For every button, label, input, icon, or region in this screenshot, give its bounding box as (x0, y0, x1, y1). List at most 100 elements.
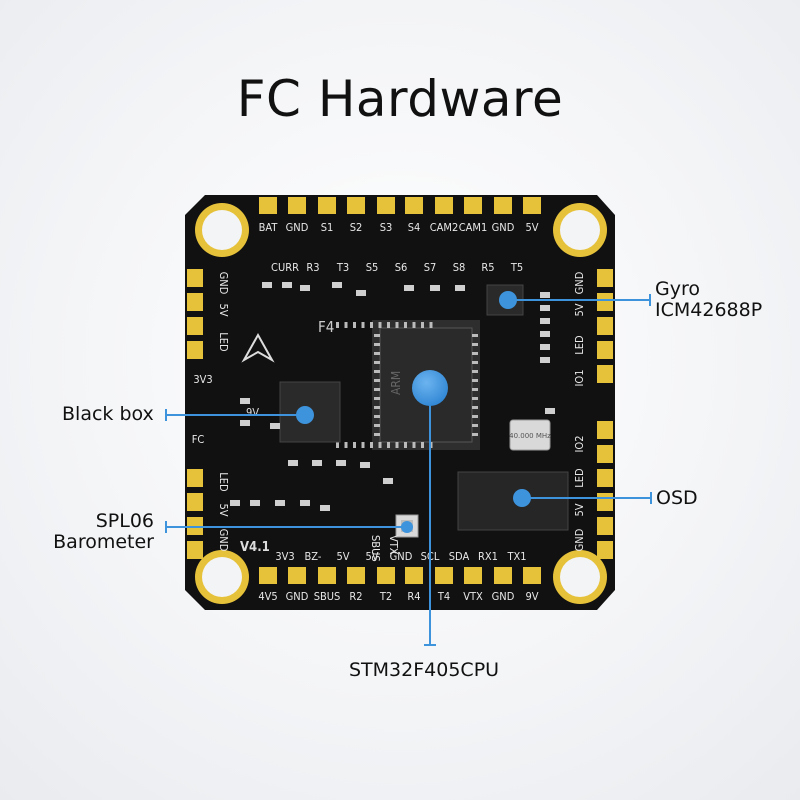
pad-top (318, 197, 336, 214)
pad-bottom (435, 567, 453, 584)
osd-callout-dot (513, 489, 531, 507)
pin-label-left: LED (217, 472, 230, 492)
pad-top (347, 197, 365, 214)
pin-label-left: 3V3 (193, 373, 212, 386)
board-model-label: F4 (318, 318, 334, 336)
pin-label-top: CAM2 (430, 221, 459, 234)
osd-callout: OSD (656, 487, 698, 509)
pad-top (259, 197, 277, 214)
pin-label-right: 5V (573, 503, 586, 516)
pin-label-bottom: R2 (349, 590, 362, 603)
left-9v-label: 9V (246, 406, 259, 419)
pin-label-bottom1: SDA (449, 550, 470, 563)
pin-label-bottom: 4V5 (258, 590, 277, 603)
pin-label-left: FC (192, 433, 205, 446)
svg-text:40.000 MHz: 40.000 MHz (509, 432, 551, 440)
mounting-hole-bottom-right (553, 550, 607, 604)
pad-left (187, 469, 203, 487)
cpu-pins (336, 322, 478, 448)
mounting-hole-top-left (195, 203, 249, 257)
barometer-callout-dot (401, 521, 413, 533)
pin-label-top: S2 (350, 221, 363, 234)
pad-bottom (259, 567, 277, 584)
pin-label-bottom: GND (286, 590, 309, 603)
pad-left (187, 317, 203, 335)
pad-right (597, 317, 613, 335)
pin-label-right: IO2 (573, 436, 586, 453)
pin-label-top: S4 (408, 221, 421, 234)
pin-label-top2: S6 (395, 261, 408, 274)
gyro-callout: Gyro ICM42688P (655, 279, 762, 321)
pad-right (597, 517, 613, 535)
pad-bottom (288, 567, 306, 584)
pad-top (405, 197, 423, 214)
cpu-callout: STM32F405CPU (349, 659, 500, 681)
pin-label-top: GND (286, 221, 309, 234)
pad-right (597, 341, 613, 359)
svg-text:ARM: ARM (389, 371, 403, 395)
callout-dots (296, 291, 531, 533)
pin-label-left: 5V (217, 303, 230, 316)
pin-label-bottom: SBUS (314, 590, 341, 603)
pad-right (597, 541, 613, 559)
pin-label-top2: CURR (271, 261, 299, 274)
pin-label-top2: T5 (510, 261, 523, 274)
pad-bottom (318, 567, 336, 584)
pin-label-right: GND (573, 271, 586, 294)
pin-label-bottom1: TX1 (506, 550, 526, 563)
pin-label-right: 5V (573, 303, 586, 316)
pad-bottom (464, 567, 482, 584)
pin-label-bottom: 9V (525, 590, 538, 603)
pin-label-top: CAM1 (459, 221, 488, 234)
pin-label-left: GND (217, 272, 230, 295)
pad-right (597, 445, 613, 463)
pad-right (597, 365, 613, 383)
board-version-label: V4.1 (240, 540, 270, 555)
pin-label-bottom1: RX1 (478, 550, 498, 563)
pin-label-bottom: T2 (379, 590, 392, 603)
pad-right (597, 421, 613, 439)
pin-label-top: S1 (321, 221, 334, 234)
pin-label-top: S3 (380, 221, 393, 234)
pin-label-top: BAT (259, 221, 279, 234)
pad-top (494, 197, 512, 214)
pin-label-bottom1: 5V (336, 550, 349, 563)
pad-bottom (523, 567, 541, 584)
blackbox-callout-dot (296, 406, 314, 424)
pin-label-bottom1: 3V3 (275, 550, 294, 563)
smd-components (230, 282, 555, 511)
pad-top (464, 197, 482, 214)
pin-label-top: 5V (525, 221, 538, 234)
mounting-hole-bottom-left (195, 550, 249, 604)
mounting-holes (195, 203, 607, 604)
pad-left (187, 541, 203, 559)
pin-label-right: GND (573, 528, 586, 551)
solder-pads (187, 197, 613, 584)
pin-label-bottom: GND (492, 590, 515, 603)
barometer-callout-line2: Barometer (53, 531, 154, 553)
pad-top (288, 197, 306, 214)
osd-chip (457, 471, 569, 531)
pad-top (523, 197, 541, 214)
pad-right (597, 269, 613, 287)
pad-left (187, 293, 203, 311)
pin-label-bottom1: 5V (365, 550, 378, 563)
pin-label-bottom1: BZ- (305, 550, 322, 563)
barometer-callout-line1: SPL06 (95, 510, 154, 532)
pad-right (597, 293, 613, 311)
gyro-callout-dot (499, 291, 517, 309)
pin-label-left: LED (217, 332, 230, 352)
pin-label-top: GND (492, 221, 515, 234)
gyro-callout-line1: Gyro (655, 278, 700, 300)
pin-label-right: LED (573, 335, 586, 355)
pin-label-right: LED (573, 468, 586, 488)
barometer-callout: SPL06 Barometer (53, 510, 154, 553)
pin-label-right: IO1 (573, 370, 586, 387)
cpu-callout-dot (412, 370, 448, 406)
gyro-callout-line2: ICM42688P (655, 299, 763, 321)
callout-lines (165, 294, 652, 646)
pin-label-top2: R3 (306, 261, 319, 274)
pad-right (597, 493, 613, 511)
